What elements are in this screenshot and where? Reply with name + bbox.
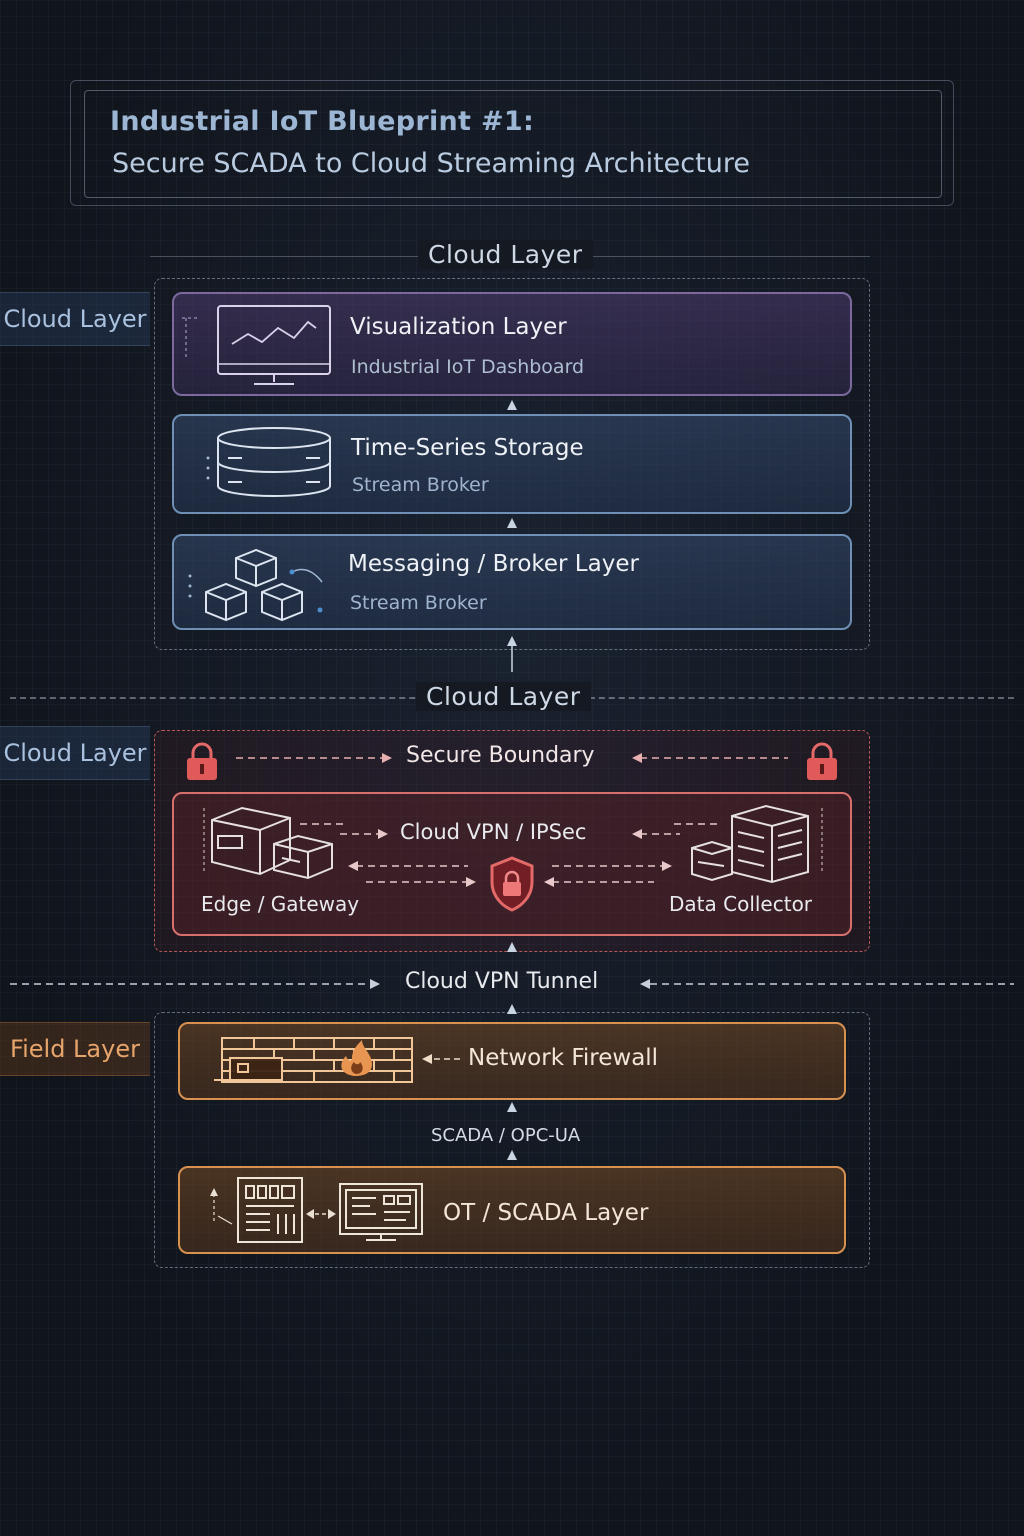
edge-gateway-icon <box>203 806 333 880</box>
firewall-icon <box>214 1037 413 1083</box>
data-collector-label: Data Collector <box>669 892 813 916</box>
messaging-title: Messaging / Broker Layer <box>348 551 639 577</box>
tunnel-arrows <box>10 979 1014 989</box>
visualization-layer-box[interactable] <box>172 292 852 396</box>
side-label-field: Field Layer <box>0 1022 150 1076</box>
cubes-icon <box>188 548 323 622</box>
messaging-broker-box[interactable] <box>172 534 852 630</box>
side-label-cloud-2: Cloud Layer <box>0 726 150 780</box>
visualization-subtitle: Industrial IoT Dashboard <box>351 356 585 378</box>
messaging-subtitle: Stream Broker <box>350 592 487 614</box>
secure-boundary-group <box>154 730 870 952</box>
arrow-up-icon <box>507 1102 517 1112</box>
link-arrows <box>306 1209 336 1219</box>
ot-scada-box[interactable] <box>178 1166 846 1254</box>
lock-icon <box>187 742 217 780</box>
edge-gateway-label: Edge / Gateway <box>201 892 360 916</box>
visualization-title: Visualization Layer <box>350 314 567 340</box>
side-label-cloud-1: Cloud Layer <box>0 292 150 346</box>
arrow-up-icon <box>507 400 517 410</box>
firewall-arrow <box>422 1054 464 1064</box>
network-firewall-label: Network Firewall <box>468 1045 659 1071</box>
storage-subtitle: Stream Broker <box>352 474 489 496</box>
secure-boundary-label: Secure Boundary <box>406 743 595 768</box>
vpn-tunnel-label: Cloud VPN Tunnel <box>405 969 599 994</box>
top-section-heading: Cloud Layer <box>418 240 593 269</box>
page-subtitle: Secure SCADA to Cloud Streaming Architec… <box>112 148 750 179</box>
storage-title: Time-Series Storage <box>351 435 584 461</box>
title-frame <box>84 90 942 198</box>
title-frame-outer <box>70 80 954 206</box>
shield-lock-icon <box>490 856 534 912</box>
arrow-up-icon <box>507 1150 517 1160</box>
arrow-up-icon <box>507 1004 517 1014</box>
middle-section-heading: Cloud Layer <box>416 682 591 711</box>
boundary-arrows <box>236 753 788 763</box>
vpn-ipsec-label: Cloud VPN / IPSec <box>400 820 587 844</box>
arrow-up-icon <box>507 636 517 672</box>
protocol-label: SCADA / OPC-UA <box>431 1125 581 1146</box>
ot-scada-label: OT / SCADA Layer <box>443 1200 649 1226</box>
hmi-screen-icon <box>339 1183 423 1241</box>
plc-icon <box>210 1177 303 1243</box>
arrow-up-icon <box>507 518 517 528</box>
arrow-up-icon <box>507 942 517 952</box>
network-firewall-box[interactable] <box>178 1022 846 1100</box>
database-icon <box>206 427 331 497</box>
page-title: Industrial IoT Blueprint #1: <box>110 106 535 137</box>
server-icon <box>691 804 823 884</box>
lock-icon <box>807 742 837 780</box>
monitor-chart-icon <box>182 305 331 385</box>
vpn-flow-arrows <box>300 823 720 887</box>
time-series-storage-box[interactable] <box>172 414 852 514</box>
